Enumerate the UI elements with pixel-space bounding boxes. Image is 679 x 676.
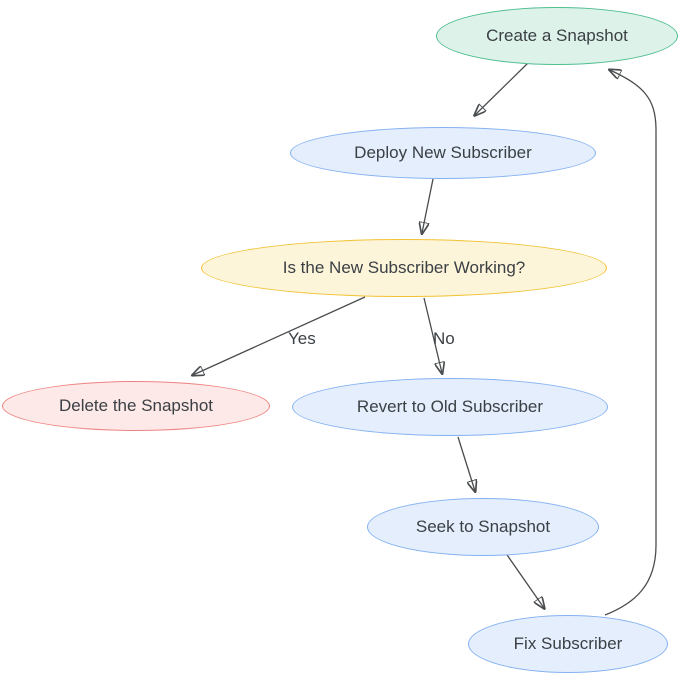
edge-label-no: No (433, 329, 455, 348)
edge-seek-to-fix (504, 551, 544, 608)
edge-revert-to-seek (457, 436, 475, 491)
node-is-new-subscriber-working: Is the New Subscriber Working? (201, 239, 607, 297)
node-create-snapshot-label: Create a Snapshot (486, 26, 628, 45)
edge-fix-to-create (604, 70, 657, 616)
node-deploy-new-subscriber-label: Deploy New Subscriber (354, 143, 532, 162)
node-deploy-new-subscriber: Deploy New Subscriber (290, 127, 596, 179)
node-revert-to-old-subscriber: Revert to Old Subscriber (292, 378, 608, 436)
edge-label-yes: Yes (288, 329, 316, 348)
edge-working-to-revert-no (423, 297, 442, 373)
node-is-new-subscriber-working-label: Is the New Subscriber Working? (282, 258, 526, 277)
node-seek-to-snapshot-label: Seek to Snapshot (415, 517, 551, 536)
edge-create-to-deploy (475, 60, 531, 115)
node-delete-snapshot: Delete the Snapshot (2, 381, 270, 431)
node-revert-to-old-subscriber-label: Revert to Old Subscriber (356, 397, 544, 416)
node-seek-to-snapshot: Seek to Snapshot (367, 498, 599, 556)
node-fix-subscriber: Fix Subscriber (468, 615, 668, 673)
edge-deploy-to-working (422, 178, 434, 233)
edge-working-to-delete-yes (193, 296, 366, 375)
node-delete-snapshot-label: Delete the Snapshot (58, 396, 214, 415)
node-fix-subscriber-label: Fix Subscriber (513, 634, 623, 653)
node-create-snapshot: Create a Snapshot (436, 7, 678, 65)
